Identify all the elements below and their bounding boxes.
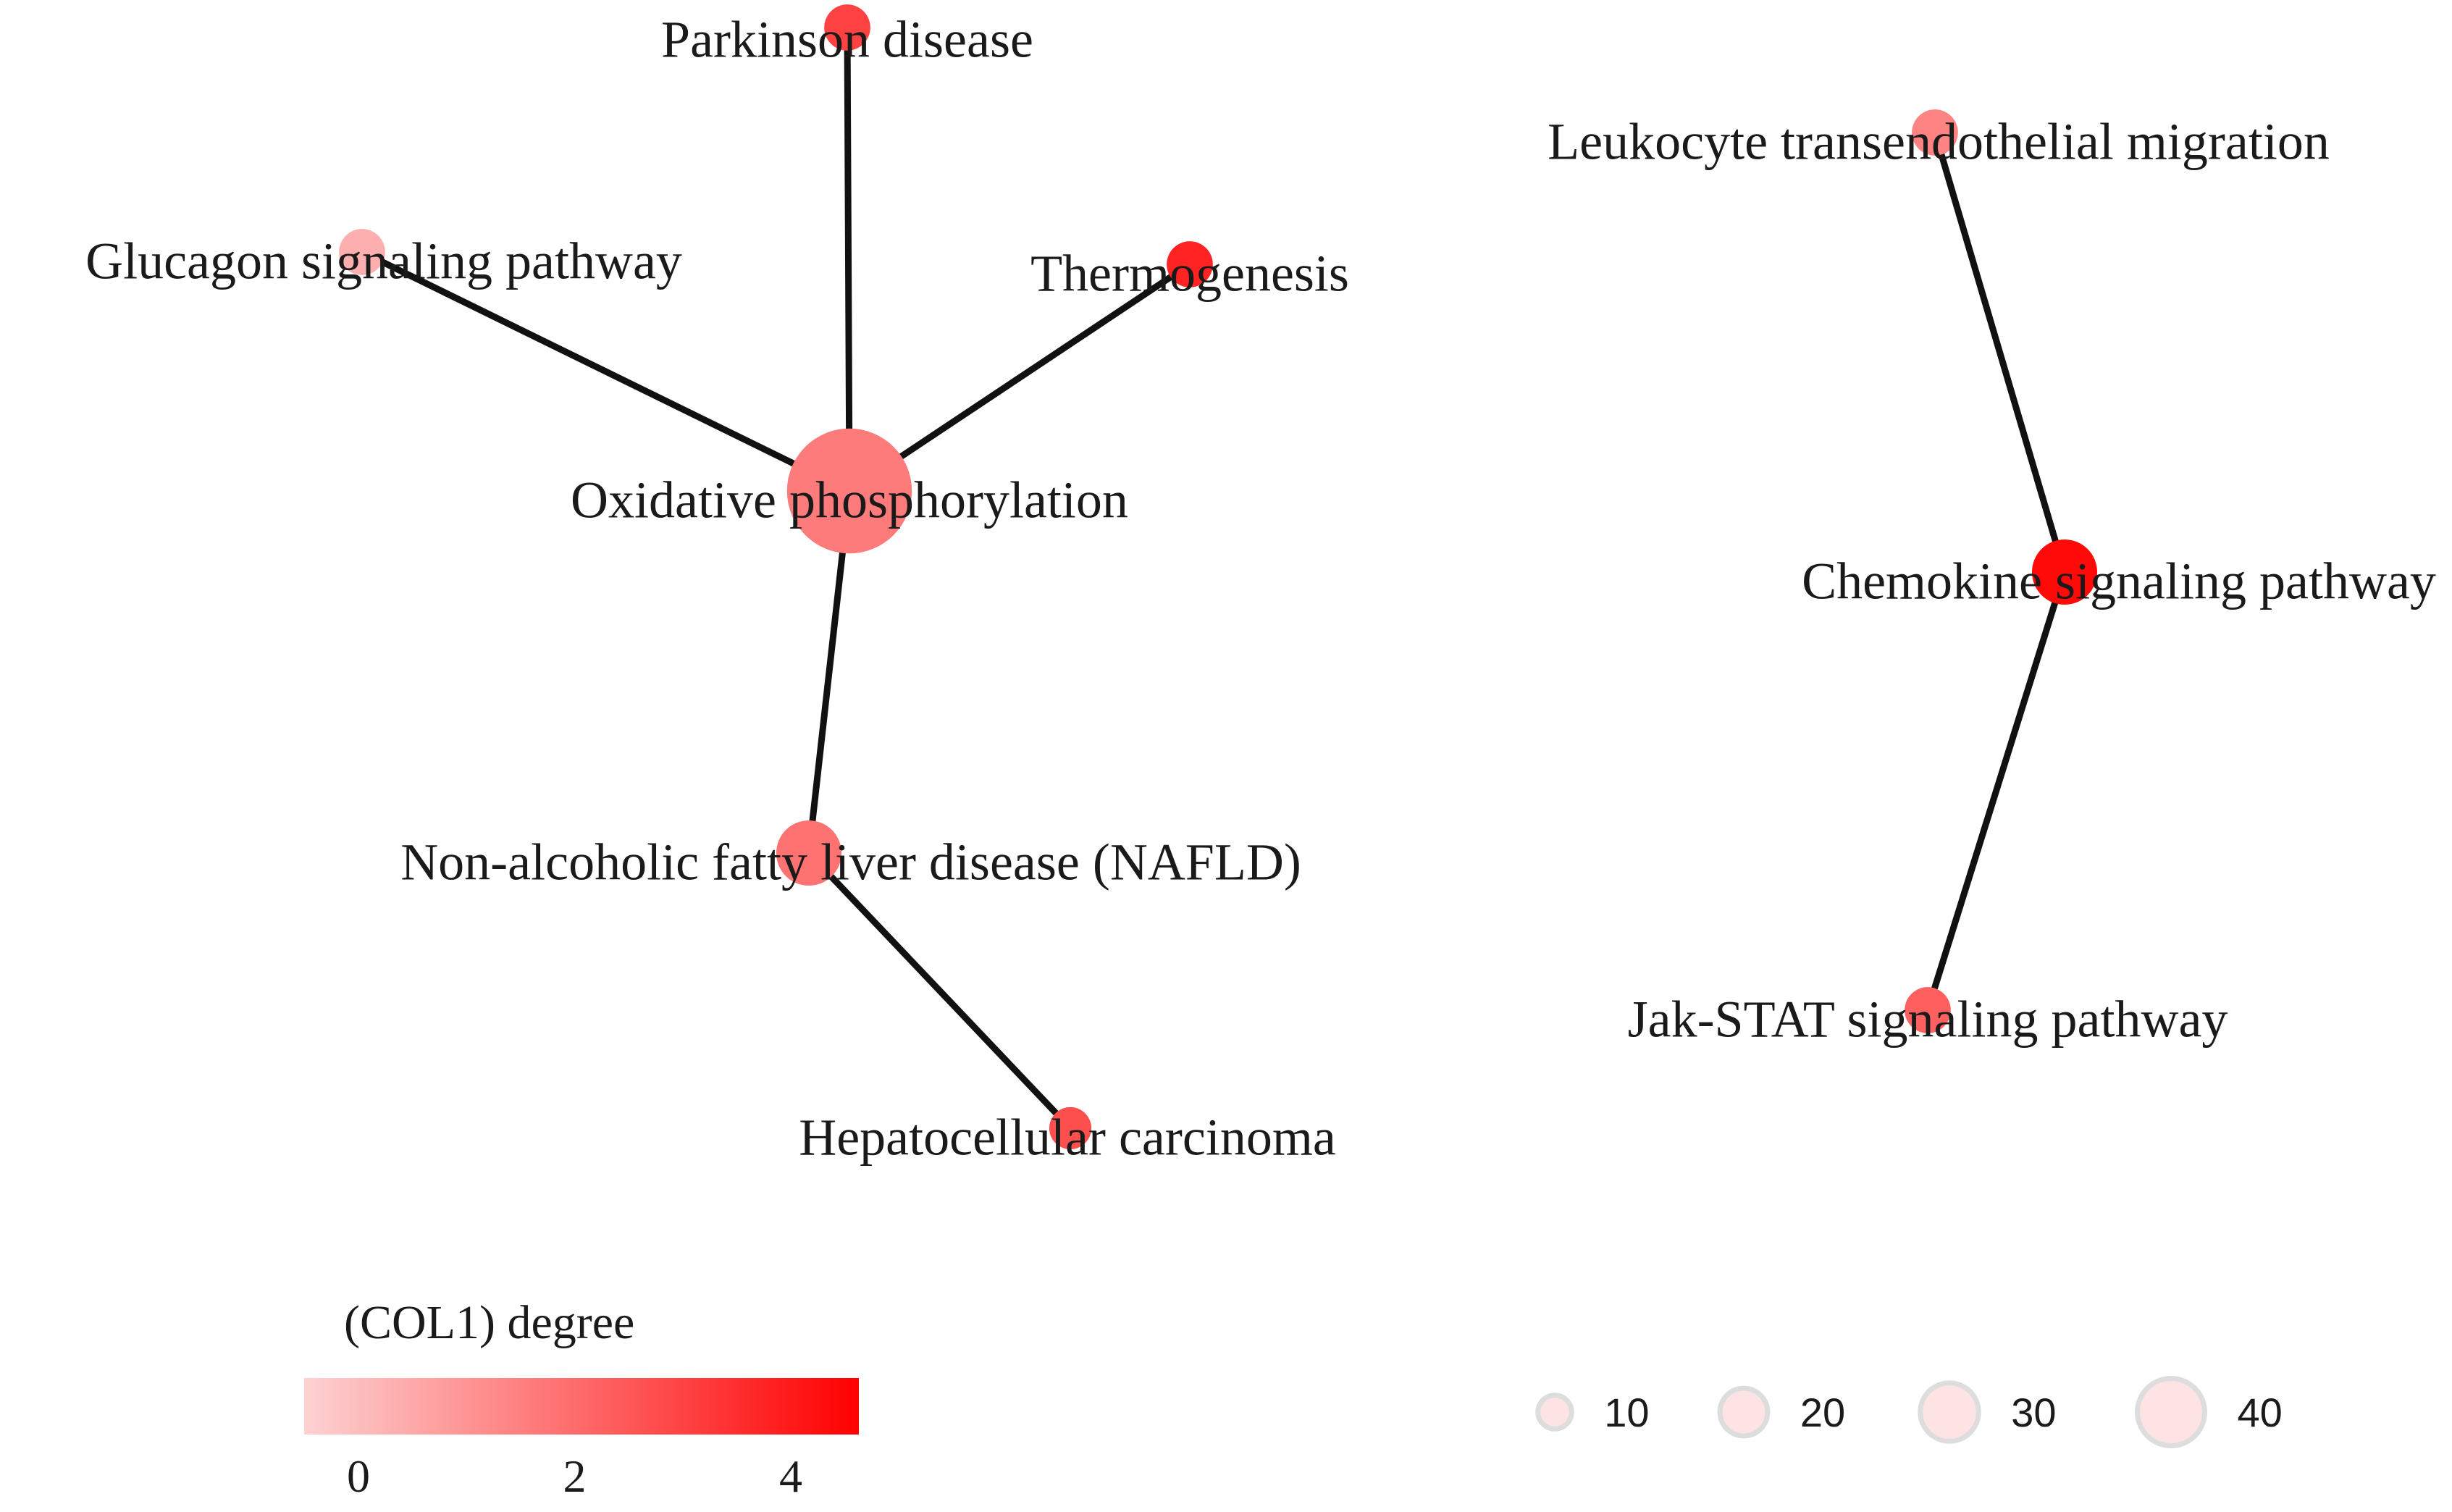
size-legend-label-20: 20 xyxy=(1800,1390,1845,1435)
color-legend-bar xyxy=(304,1378,859,1435)
node-jakstat[interactable] xyxy=(1905,987,1951,1033)
edge-chemokine-jakstat xyxy=(1924,568,2068,1014)
color-legend-tick-2: 2 xyxy=(563,1450,587,1502)
edge-oxphos-thermogenesis xyxy=(846,261,1193,495)
node-label-chemokine: Chemokine signaling pathway xyxy=(1802,553,2436,610)
size-legend-circle-40 xyxy=(2135,1376,2207,1448)
node-label-nafld: Non-alcoholic fatty liver disease (NAFLD… xyxy=(400,833,1301,891)
size-legend-label-40: 40 xyxy=(2237,1390,2282,1435)
node-label-glucagon: Glucagon signaling pathway xyxy=(85,232,682,290)
size-legend-circle-20 xyxy=(1717,1385,1771,1439)
edge-oxphos-glucagon xyxy=(358,248,853,495)
node-hcc[interactable] xyxy=(1049,1106,1092,1150)
node-label-parkinson: Parkinson disease xyxy=(661,11,1033,69)
node-label-thermogenesis: Thermogenesis xyxy=(1030,245,1349,303)
node-chemokine[interactable] xyxy=(2031,539,2098,605)
edge-chemokine-leukocyte xyxy=(1931,129,2068,576)
color-legend-title: (COL1) degree xyxy=(344,1296,634,1349)
node-glucagon[interactable] xyxy=(339,229,385,275)
node-oxphos[interactable] xyxy=(786,428,912,554)
node-label-jakstat: Jak-STAT signaling pathway xyxy=(1628,991,2228,1049)
node-label-hcc: Hepatocellular carcinoma xyxy=(799,1109,1336,1167)
node-parkinson[interactable] xyxy=(824,4,870,51)
size-legend-label-10: 10 xyxy=(1604,1390,1649,1435)
edge-nafld-hcc xyxy=(805,849,1074,1132)
size-legend: 10 20 30 40 xyxy=(1535,1376,2283,1448)
edges xyxy=(358,24,2068,1132)
size-legend-circle-30 xyxy=(1918,1380,1981,1444)
node-leukocyte[interactable] xyxy=(1912,109,1958,156)
node-nafld[interactable] xyxy=(776,820,842,886)
color-legend-tick-4: 4 xyxy=(779,1450,802,1502)
size-legend-circle-10 xyxy=(1535,1393,1574,1432)
color-legend: (COL1) degree 0 2 4 xyxy=(304,1296,859,1502)
node-label-oxphos: Oxidative phosphorylation xyxy=(571,471,1128,529)
node-label-leukocyte: Leukocyte transendothelial migration xyxy=(1548,113,2330,171)
color-legend-tick-0: 0 xyxy=(347,1450,370,1502)
node-thermogenesis[interactable] xyxy=(1167,241,1213,287)
nodes xyxy=(339,4,2098,1150)
edge-oxphos-parkinson xyxy=(844,24,853,495)
size-legend-label-30: 30 xyxy=(2011,1390,2056,1435)
color-legend-ticks: 0 2 4 xyxy=(347,1450,802,1502)
